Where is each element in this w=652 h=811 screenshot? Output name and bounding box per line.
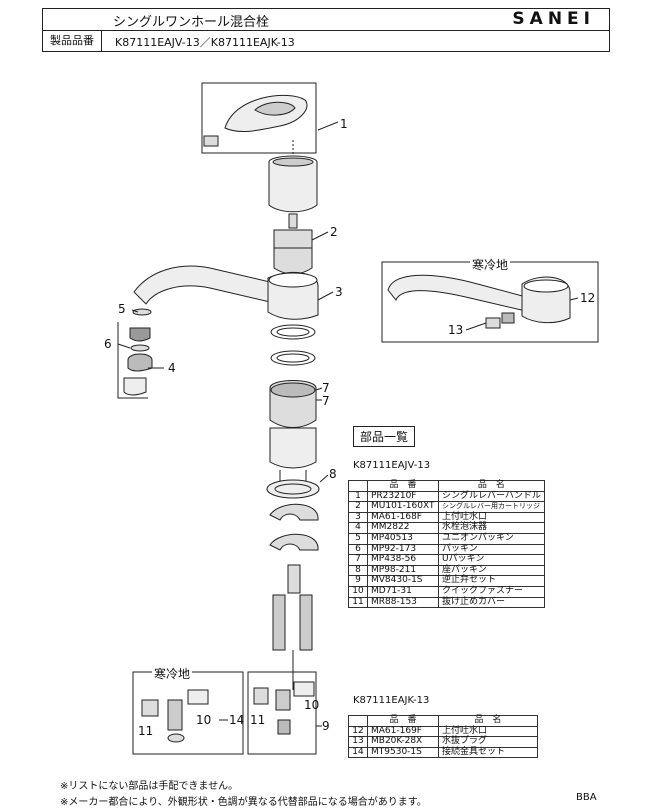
header-frame: シングルワンホール混合栓 SANEI 製品品番 K87111EAJV-13／K8… [42,8,610,54]
product-number-label: 製品品番 [43,31,102,51]
hose-left [272,594,286,651]
check-valve-box [247,671,317,755]
table-header-row: 品 番 品 名 [348,715,538,727]
row-index: 7 [348,554,368,566]
part-name: シングルレバー用カートリッジ [438,501,545,513]
part-name: Uパッキン [438,554,545,566]
part-name: シングルレバーハンドル [438,490,545,503]
row-index: 3 [348,511,368,524]
handle-screw [203,135,219,147]
table2-model: K87111EAJK-13 [353,695,430,706]
row-index: 8 [348,564,368,577]
row-index: 6 [348,543,368,556]
row-index: 13 [348,736,368,748]
row-index: 5 [348,532,368,545]
aerator [123,377,147,396]
part-number: MP438-56 [367,554,439,566]
callout-10a: 10 [304,698,320,712]
part-number: MB20K-28X [367,736,439,748]
seat-packing [266,479,320,499]
part-number: MU101-160XT [367,501,439,513]
callout-5: 5 [118,302,126,316]
callout-14: 14 [229,713,245,727]
callout-2: 2 [330,225,338,239]
part-number: MV8430-1S [367,575,439,587]
col-part-number: 品 番 [367,715,439,727]
part-name: ユニオンパッキン [438,532,545,545]
callout-8: 8 [329,467,337,481]
row-index: 1 [348,490,368,503]
note-1: ※リストにない部品は手配できません。 [60,781,239,792]
union-packing [132,308,152,316]
row-index: 2 [348,501,368,513]
row-index: 11 [348,596,368,609]
callout-7b: 7 [322,394,330,408]
brand-logo: SANEI [512,9,595,29]
callout-12: 12 [580,291,596,305]
part-number: MT9530-1S [367,746,439,759]
part-name: 接続金具セット [438,746,538,759]
callout-11b: 11 [138,724,154,738]
part-name: 水抜プラグ [438,736,538,748]
part-number: MP40513 [367,532,439,545]
callout-10b: 10 [196,713,212,727]
part-number: MA61-169F [367,725,439,738]
callout-4: 4 [168,361,176,375]
part-number: MD71-31 [367,585,439,598]
col-part-name: 品 名 [438,715,538,727]
callout-13: 13 [448,323,464,337]
part-number: MR88-153 [367,596,439,609]
product-row: 製品品番 K87111EAJV-13／K87111EAJK-13 [42,30,610,52]
hose-right [299,594,313,651]
callout-11a: 11 [250,713,266,727]
packing [130,344,150,352]
nut [287,564,301,594]
table1-model: K87111EAJV-13 [353,460,431,471]
parts-list-title: 部品一覧 [353,426,416,447]
handle-box [201,82,317,154]
part-number: MA61-168F [367,511,439,524]
part-number: MP92-173 [367,543,439,556]
cold-area-label-1: 寒冷地 [470,256,511,273]
callout-3: 3 [335,285,343,299]
callout-7a: 7 [322,381,330,395]
note-2: ※メーカー都合により、外観形状・色調が異なる代替部品になる場合があります。 [60,797,427,808]
part-name: 抜け止めカバー [438,596,545,609]
part-number: MM2822 [367,522,439,534]
part-name: 水栓泡沫器 [438,522,545,534]
row-index: 10 [348,585,368,598]
col-part-number: 品 番 [367,480,439,492]
part-number: MP98-211 [367,564,439,577]
row-index: 9 [348,575,368,587]
footer-code: BBA [576,792,597,803]
callout-1: 1 [340,117,348,131]
col-part-name: 品 名 [438,480,545,492]
part-number: PR23210F [367,490,439,503]
table-header-row: 品 番 品 名 [348,480,545,492]
part-name: 逆止弁セット [438,575,545,587]
cold-area-label-2: 寒冷地 [152,665,193,682]
callout-6: 6 [104,337,112,351]
row-index: 12 [348,725,368,738]
product-numbers: K87111EAJV-13／K87111EAJK-13 [115,36,295,49]
row-index: 4 [348,522,368,534]
row-index: 14 [348,746,368,759]
callout-9: 9 [322,719,330,733]
page-title: シングルワンホール混合栓 [113,15,270,30]
part-name: クイックファスナー [438,585,545,598]
